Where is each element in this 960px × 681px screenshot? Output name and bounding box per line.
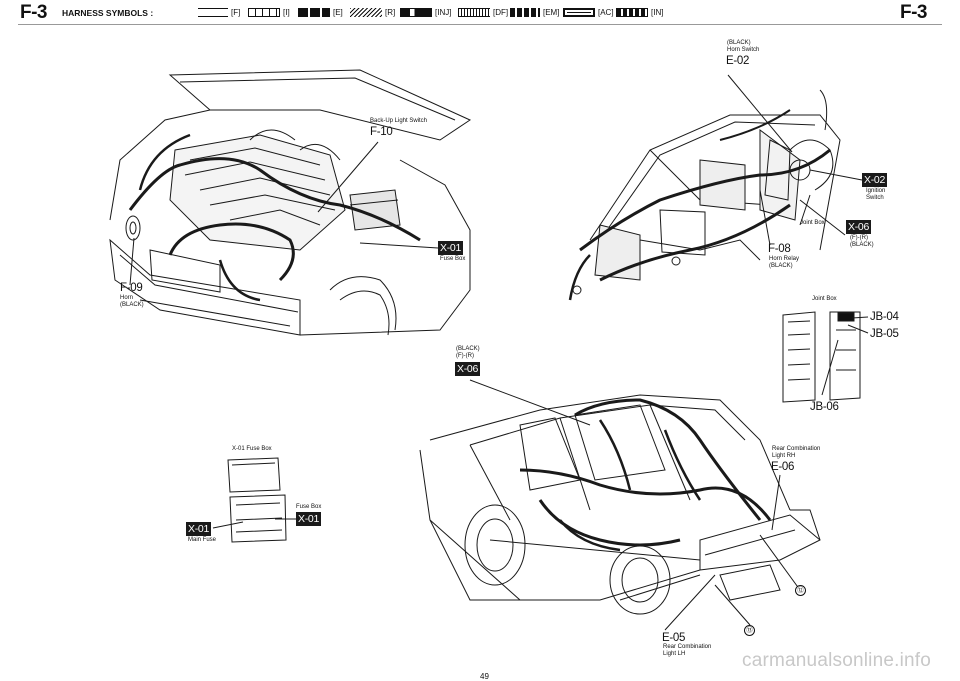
horn-switch-code: E-02 (726, 55, 750, 67)
symbol-df-code: [DF] (493, 8, 509, 17)
x06-car-badge: X-06 (455, 362, 480, 376)
main-fuse-label: Main Fuse (188, 537, 217, 543)
rear-lh-name-2: Light LH (663, 651, 686, 657)
symbol-inj-swatch (400, 8, 432, 17)
fuse-detail-left-badge: X-01 (186, 522, 211, 536)
rear-rh-code: E-06 (771, 461, 795, 473)
x06-top-line1: (F)-(R) (850, 235, 868, 241)
horn-color: (BLACK) (120, 302, 144, 308)
jb05-label: JB-05 (870, 328, 899, 340)
fuse-box-x01-badge: X-01 (438, 241, 463, 255)
symbol-r-swatch (350, 8, 382, 17)
watermark: carmanualsonline.info (742, 650, 932, 671)
harness-symbols-title: HARNESS SYMBOLS : (62, 8, 154, 18)
x06-car-color: (BLACK) (456, 346, 480, 352)
joint-box-top-label: Joint Box (800, 220, 825, 226)
symbol-inj-code: [INJ] (435, 8, 452, 17)
horn-code: F-09 (120, 282, 143, 294)
horn-name: Horn (120, 295, 134, 301)
x06-top-badge: X-06 (846, 220, 871, 234)
symbol-f-code: [F] (231, 8, 241, 17)
symbol-in-swatch (616, 8, 648, 17)
fuse-box-engine-name: Fuse Box (440, 256, 466, 262)
x06-car-line: (F)-(R) (456, 353, 474, 359)
horn-relay-code: F-08 (768, 243, 791, 255)
symbol-f-swatch (198, 8, 228, 17)
symbol-e-code: [E] (333, 8, 343, 17)
backup-light-code: F-10 (370, 126, 393, 138)
ignition-x02-badge: X-02 (862, 173, 887, 187)
joint-box-detail-drawing (782, 311, 869, 403)
horn-relay-color: (BLACK) (769, 263, 793, 269)
symbol-em-code: [EM] (543, 8, 560, 17)
fuse-detail-right-badge: X-01 (296, 512, 321, 526)
rear-lh-code: E-05 (662, 632, 686, 644)
symbol-r-code: [R] (385, 8, 396, 17)
symbol-ac-swatch (563, 8, 595, 17)
fuse-detail-title: X-01 Fuse Box (232, 446, 272, 452)
page-code-left: F-3 (20, 2, 48, 23)
fuse-box-detail-drawing (212, 457, 296, 543)
page-code-right: F-3 (900, 2, 928, 23)
jb04-label: JB-04 (870, 311, 899, 323)
horn-switch-name: Horn Switch (727, 47, 760, 53)
symbol-i-swatch (248, 8, 280, 17)
joint-box-detail-title: Joint Box (812, 296, 837, 302)
symbol-in-code: [IN] (651, 8, 664, 17)
circle-13-marker: ⑬ (744, 625, 755, 636)
ignition-name-2: Switch (866, 195, 884, 201)
header-rule (18, 24, 942, 25)
x06-top-line2: (BLACK) (850, 242, 874, 248)
symbol-e-swatch (298, 8, 330, 17)
page-number: 49 (480, 672, 489, 681)
symbol-df-swatch (458, 8, 490, 17)
fuse-detail-box-name: Fuse Box (296, 504, 322, 510)
horn-switch-color: (BLACK) (727, 40, 751, 46)
rear-rh-name: Rear Combination (772, 446, 821, 452)
car-body-drawing (419, 379, 821, 631)
symbol-i-code: [I] (283, 8, 290, 17)
jb06-label: JB-06 (810, 401, 839, 413)
ignition-name: Ignition (866, 188, 886, 194)
rear-lh-name: Rear Combination (663, 644, 712, 650)
backup-light-name: Back-Up Light Switch (370, 118, 428, 124)
circle-12-marker: ⑫ (795, 585, 806, 596)
rear-rh-name-2: Light RH (772, 453, 796, 459)
symbol-em-swatch (510, 8, 540, 17)
dashboard-drawing (568, 74, 863, 301)
harness-symbol-legend: [F] [I] [E] [R] [INJ] [DF] [EM] [AC] [IN… (198, 6, 668, 20)
engine-bay-drawing (109, 69, 472, 336)
horn-relay-name: Horn Relay (769, 256, 800, 262)
symbol-ac-code: [AC] (598, 8, 614, 17)
